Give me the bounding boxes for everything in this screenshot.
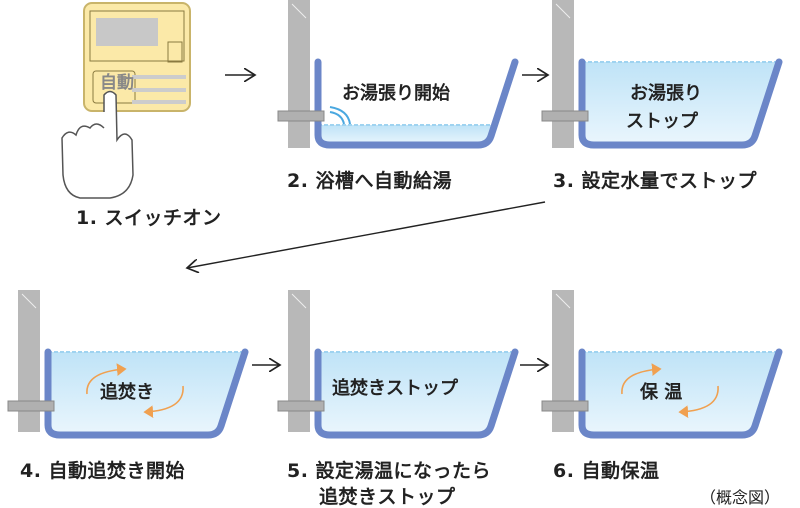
step-3-label: 3. 設定水量でストップ bbox=[553, 170, 758, 192]
reheat-arrow-top-step-6 bbox=[621, 363, 662, 395]
wall-highlight-step-6 bbox=[555, 293, 571, 309]
reheat-arrow-bottom-step-6 bbox=[678, 385, 719, 418]
water-step-4 bbox=[48, 352, 245, 435]
step-1-label: 1. スイッチオン bbox=[76, 207, 222, 229]
step-2-label: 2. 浴槽へ自動給湯 bbox=[287, 170, 453, 192]
water-step-5 bbox=[318, 352, 515, 435]
water-pipe-step-3 bbox=[541, 110, 589, 122]
step-3-tub-text-line1: お湯張り bbox=[630, 83, 702, 104]
water-flow-icon bbox=[329, 111, 345, 125]
water-step-3 bbox=[582, 62, 779, 145]
panel-line-2 bbox=[132, 100, 186, 104]
panel-auto-button-label: 自動 bbox=[100, 73, 134, 93]
bathtub-step-3 bbox=[578, 58, 783, 149]
bathtub-step-2 bbox=[314, 58, 519, 149]
reheat-arrow-top-step-4 bbox=[86, 363, 127, 395]
step-2-tub-text: お湯張り開始 bbox=[342, 83, 450, 104]
hand-finger-icon bbox=[61, 90, 134, 199]
wall-step-5 bbox=[288, 290, 310, 432]
wall-highlight-step-4 bbox=[21, 293, 37, 309]
water-pipe-step-2 bbox=[277, 110, 325, 122]
panel-screen-frame bbox=[89, 10, 185, 62]
panel-switch bbox=[167, 41, 183, 63]
step-6-label: 6. 自動保温 bbox=[553, 460, 660, 482]
bathtub-step-6 bbox=[578, 348, 783, 439]
concept-diagram-note: （概念図） bbox=[700, 488, 781, 507]
wall-highlight-step-2 bbox=[291, 3, 307, 19]
water-step-2 bbox=[318, 125, 497, 145]
panel-display bbox=[96, 18, 158, 46]
wall-highlight-step-3 bbox=[555, 3, 571, 19]
wall-step-4 bbox=[18, 290, 40, 432]
wall-step-6 bbox=[552, 290, 574, 432]
step-5-label-line2: 追焚きストップ bbox=[319, 486, 456, 508]
step-5-tub-text: 追焚きストップ bbox=[332, 378, 458, 399]
water-pipe-step-5 bbox=[277, 400, 325, 412]
water-pipe-step-4 bbox=[7, 400, 55, 412]
bathtub-step-5 bbox=[314, 348, 519, 439]
wall-step-3 bbox=[552, 0, 574, 148]
reheat-arrow-bottom-step-4 bbox=[143, 385, 184, 418]
bathtub-step-4 bbox=[44, 348, 249, 439]
water-pipe-step-6 bbox=[541, 400, 589, 412]
step-6-tub-text: 保 温 bbox=[640, 382, 683, 403]
step-4-label: 4. 自動追焚き開始 bbox=[20, 460, 186, 482]
panel-line-1 bbox=[132, 88, 186, 92]
step-5-label-line1: 5. 設定湯温になったら bbox=[287, 460, 492, 482]
step-arrow-3 bbox=[187, 201, 546, 268]
water-step-6 bbox=[582, 352, 779, 435]
water-flow-icon-2 bbox=[329, 106, 351, 125]
step-3-tub-text-line2: ストップ bbox=[626, 111, 698, 132]
wall-step-2 bbox=[288, 0, 310, 148]
panel-line-0 bbox=[132, 75, 186, 79]
wall-highlight-step-5 bbox=[291, 293, 307, 309]
step-4-tub-text: 追焚き bbox=[100, 382, 154, 403]
